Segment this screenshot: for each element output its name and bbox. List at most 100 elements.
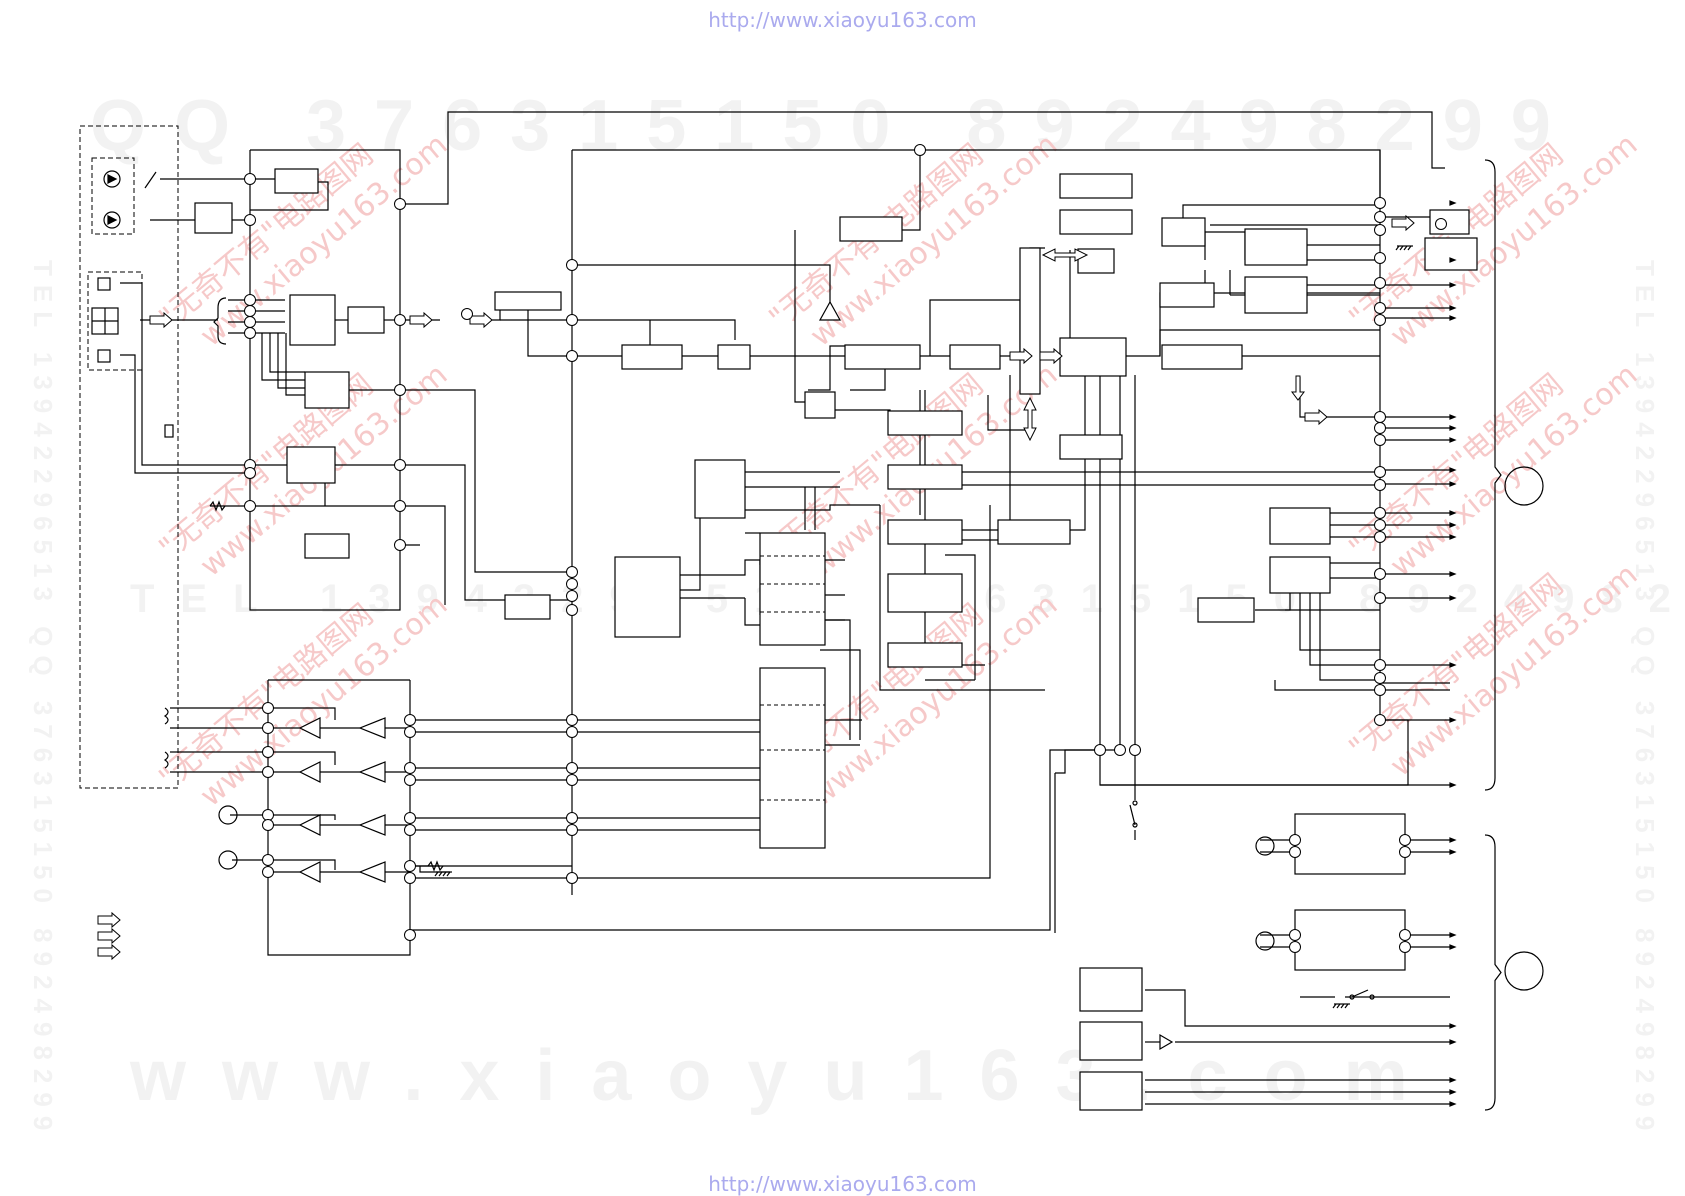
terminal [1374, 507, 1386, 519]
wire [268, 707, 336, 720]
bus-arrow [469, 311, 493, 329]
terminal [262, 766, 274, 778]
terminal [1374, 479, 1386, 491]
wire [249, 149, 401, 611]
block [887, 642, 963, 668]
block [759, 667, 826, 849]
amplifier-triangle [818, 300, 842, 321]
wire-arrowhead [1449, 282, 1457, 288]
terminal [566, 824, 578, 836]
terminal [1374, 466, 1386, 478]
wire-arrowhead [1449, 200, 1457, 206]
coil-symbol [163, 707, 169, 725]
terminal [244, 173, 256, 185]
block [1079, 1021, 1143, 1061]
block [804, 391, 836, 419]
wire [1145, 989, 1450, 1027]
block [887, 464, 963, 490]
wire [572, 505, 991, 879]
block-layer [164, 168, 1478, 1111]
terminal [1399, 834, 1411, 846]
terminal [1374, 592, 1386, 604]
block [286, 446, 336, 484]
diode-symbol [107, 174, 118, 184]
wire-arrowhead [1449, 1023, 1457, 1029]
wire [400, 389, 572, 573]
terminal [1374, 531, 1386, 543]
wire [250, 181, 329, 211]
wire [572, 319, 736, 340]
dashed-group-outline [91, 157, 135, 235]
ground-symbol [438, 871, 443, 877]
wire-arrowhead [1449, 595, 1457, 601]
wire [527, 305, 572, 357]
terminal [1374, 277, 1386, 289]
wire-arrowhead [1449, 571, 1457, 577]
bidirectional-bus-arrow [1023, 396, 1037, 442]
wire [268, 859, 336, 870]
terminal [404, 762, 416, 774]
terminal [566, 762, 578, 774]
block [759, 532, 826, 646]
wire-arrowhead [1449, 467, 1457, 473]
wire [808, 345, 845, 391]
wire [987, 395, 1035, 431]
terminal [1374, 672, 1386, 684]
terminal [566, 578, 578, 590]
motor-symbol [1255, 836, 1275, 856]
bus-arrow [1391, 214, 1415, 232]
wire [120, 282, 250, 466]
wire [400, 464, 505, 601]
terminal [394, 198, 406, 210]
watermark-url-bottom: www.xiaoyu163.com [129, 1036, 1444, 1116]
terminal [244, 500, 256, 512]
ground-symbol [1399, 245, 1404, 251]
watermark-stamps: "无奇不有"电路图网www.xiaoyu163.com"无奇不有"电路图网www… [153, 127, 1645, 814]
watermark-qq-top: QQ 376315150 892498299 [90, 86, 1579, 166]
wire-arrowhead [1449, 1089, 1457, 1095]
terminal [404, 860, 416, 872]
terminal [394, 384, 406, 396]
block [887, 573, 963, 613]
terminal [394, 314, 406, 326]
bus-arrow [97, 911, 121, 929]
diode-symbol [103, 170, 121, 188]
terminal-layer [244, 144, 1447, 953]
amplifier-triangle [358, 761, 386, 783]
terminal [566, 726, 578, 738]
terminal [1289, 846, 1301, 858]
wire [269, 333, 305, 373]
terminal [262, 866, 274, 878]
block [1244, 276, 1308, 314]
terminal [1374, 197, 1386, 209]
block [1294, 909, 1406, 971]
terminal [404, 812, 416, 824]
block [1079, 1071, 1143, 1111]
block [1244, 228, 1308, 266]
ground-symbol [1407, 245, 1412, 251]
wire [745, 504, 880, 511]
bus-arrow [1009, 347, 1033, 365]
terminal [394, 459, 406, 471]
resistor-symbol [209, 500, 226, 512]
terminal [1289, 834, 1301, 846]
wire-arrowhead [1449, 944, 1457, 950]
wire-arrowhead [1449, 425, 1457, 431]
amplifier-triangle [358, 861, 386, 883]
header-url-link[interactable]: http://www.xiaoyu163.com [708, 8, 977, 32]
ground-symbol [1336, 1003, 1341, 1009]
block [304, 371, 350, 409]
wire-arrowhead [1449, 257, 1457, 263]
terminal [262, 854, 274, 866]
sensor-pad [97, 349, 111, 363]
wire-arrowhead [1449, 849, 1457, 855]
footer-url-link[interactable]: http://www.xiaoyu163.com [708, 1172, 977, 1196]
wire-arrowhead [1449, 481, 1457, 487]
terminal [244, 214, 256, 226]
block [717, 344, 751, 370]
block [274, 168, 319, 194]
terminal [566, 774, 578, 786]
